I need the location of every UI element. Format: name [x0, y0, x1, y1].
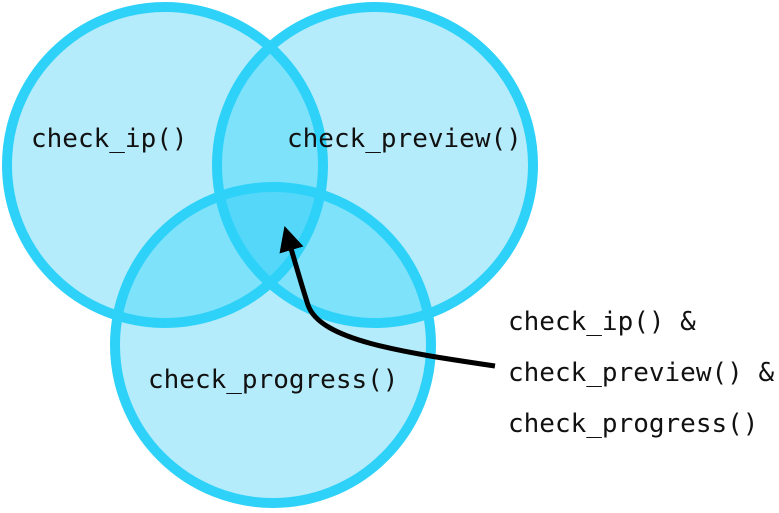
intersection-line-1: check_ip() &	[508, 307, 696, 337]
circle-outline-preview	[212, 2, 538, 328]
label-check-preview: check_preview()	[287, 124, 522, 154]
circle-outline-progress	[110, 182, 436, 508]
pointer-arrow	[279, 225, 496, 369]
label-check-ip: check_ip()	[31, 124, 188, 154]
intersection-line-3: check_progress()	[508, 409, 758, 439]
circle-outline-ip	[2, 2, 328, 328]
overlap-preview-progress	[217, 187, 431, 323]
overlap-ip-progress	[115, 187, 323, 323]
label-check-progress: check_progress()	[148, 365, 398, 395]
intersection-line-2: check_preview() &	[508, 358, 774, 388]
